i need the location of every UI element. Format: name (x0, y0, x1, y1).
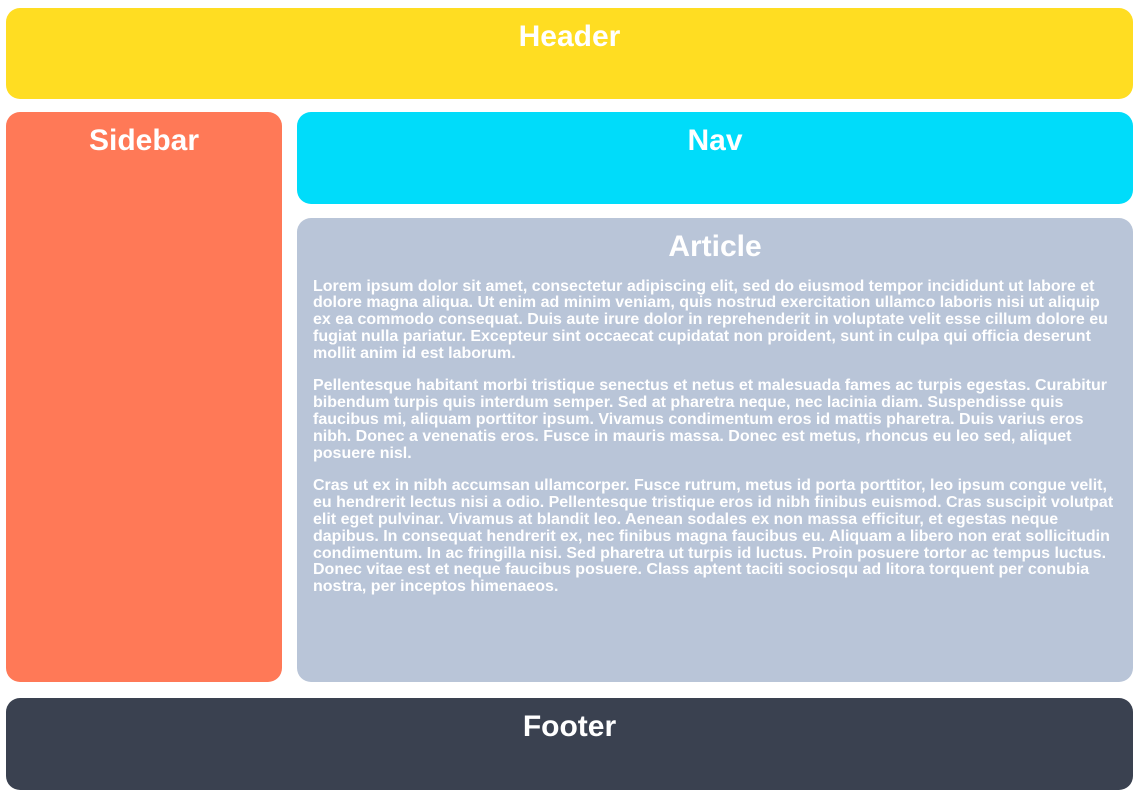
article-paragraph: Pellentesque habitant morbi tristique se… (313, 377, 1108, 462)
article: Article Lorem ipsum dolor sit amet, cons… (297, 218, 1133, 682)
header-title: Header (518, 20, 621, 53)
article-title: Article (668, 230, 762, 263)
middle-row: Sidebar Nav Article Lorem ipsum dolor si… (6, 112, 1133, 682)
article-paragraph: Lorem ipsum dolor sit amet, consectetur … (313, 277, 1108, 362)
main-column: Nav Article Lorem ipsum dolor sit amet, … (297, 112, 1133, 682)
nav: Nav (297, 112, 1133, 204)
footer-title: Footer (522, 710, 617, 743)
footer: Footer (6, 698, 1133, 790)
sidebar: Sidebar (6, 112, 282, 682)
article-paragraph: Cras ut ex in nibh accumsan ullamcorper.… (313, 477, 1114, 596)
header: Header (6, 8, 1133, 99)
sidebar-title: Sidebar (88, 124, 200, 157)
nav-title: Nav (687, 124, 743, 157)
